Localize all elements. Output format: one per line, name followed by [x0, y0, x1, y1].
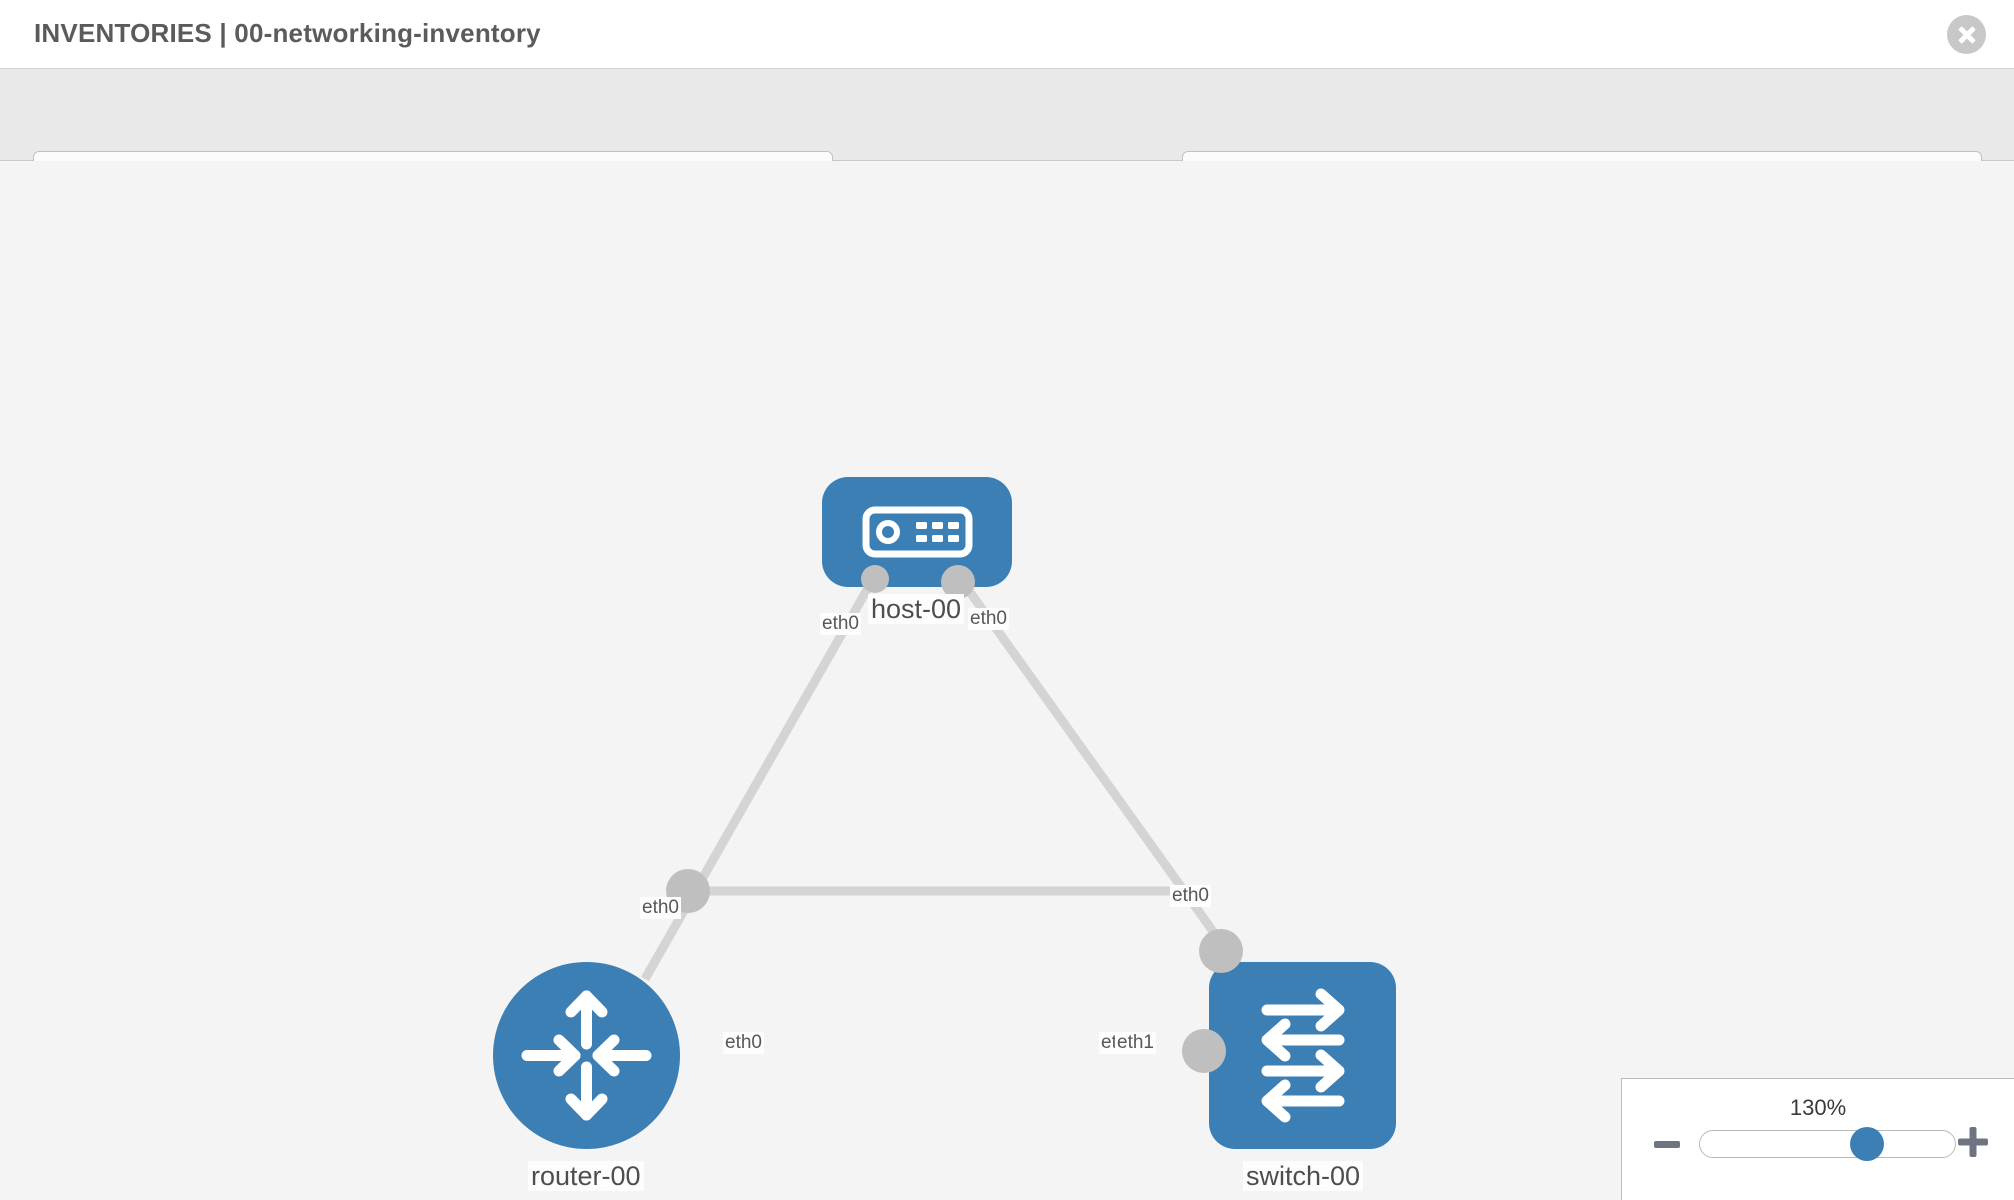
page-title: INVENTORIES | 00-networking-inventory — [34, 18, 541, 48]
node-label-switch-00: switch-00 — [1243, 1161, 1364, 1192]
close-icon[interactable] — [1947, 15, 1986, 54]
topology-links — [641, 578, 1244, 982]
node-host-00[interactable] — [822, 477, 1012, 587]
edge-label-router-right: eth0 — [723, 1032, 764, 1054]
port-stub-host-right[interactable] — [941, 565, 975, 599]
switch-node-body — [1209, 962, 1396, 1149]
node-router-00[interactable] — [493, 962, 680, 1149]
host-node-body — [822, 477, 1012, 587]
edge-label-host-left: eth0 — [820, 613, 861, 635]
zoom-control-panel: 130% — [1621, 1078, 2014, 1200]
topology-canvas[interactable]: host-00 eth0 eth0 — [0, 161, 2014, 1200]
port-stub-switch-top[interactable] — [1199, 929, 1243, 973]
server-icon — [862, 506, 973, 558]
edge-label-host-right: eth0 — [968, 608, 1009, 630]
edge-label-switch-upper: eth0 — [1170, 885, 1211, 907]
zoom-out-icon[interactable] — [1654, 1141, 1680, 1148]
zoom-in-icon[interactable] — [1958, 1127, 1988, 1157]
toolbar: ACTIONS SEARCH — [0, 69, 2014, 207]
zoom-percent-label: 130% — [1789, 1095, 1847, 1120]
link-host-switch — [958, 578, 1244, 972]
node-switch-00[interactable] — [1209, 962, 1396, 1149]
router-arrows-icon — [521, 990, 652, 1121]
switch-arrows-icon — [1261, 988, 1345, 1123]
edge-label-router-upper: eth0 — [640, 897, 681, 919]
window-titlebar: INVENTORIES | 00-networking-inventory — [0, 0, 2014, 69]
link-host-router — [641, 578, 876, 982]
node-label-host-00: host-00 — [868, 594, 965, 625]
zoom-slider-thumb[interactable] — [1850, 1127, 1884, 1161]
port-stub-switch-left[interactable] — [1182, 1029, 1226, 1073]
node-label-router-00: router-00 — [528, 1161, 644, 1192]
zoom-slider-track[interactable] — [1699, 1130, 1956, 1158]
edge-label-switch-left-b: eth1 — [1115, 1032, 1156, 1054]
port-stub-host-left[interactable] — [861, 565, 889, 593]
